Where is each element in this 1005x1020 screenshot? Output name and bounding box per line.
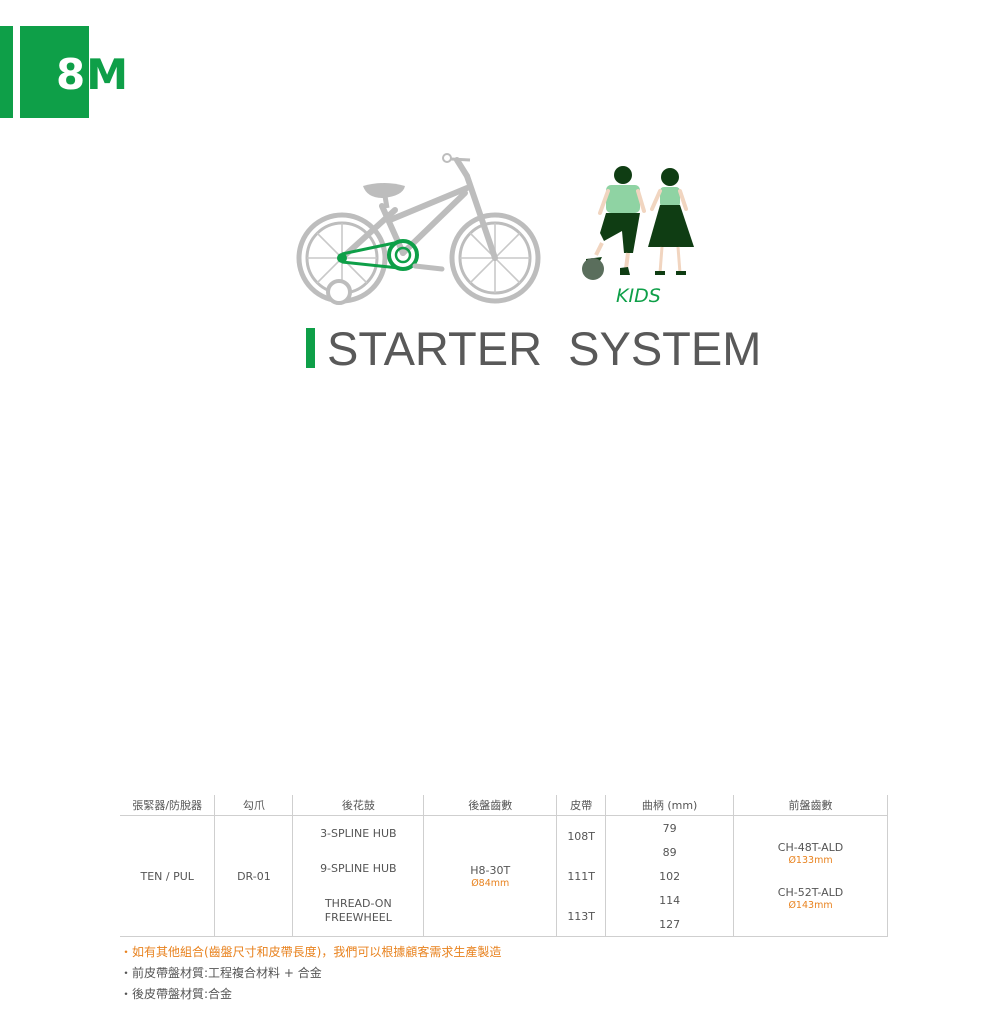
header-crank: 曲柄 (mm) <box>605 795 734 816</box>
front-ring-item: CH-48T-ALD Ø133mm <box>734 841 887 866</box>
crank-item: 79 <box>662 821 677 835</box>
belt-item: 111T <box>567 869 596 883</box>
logo-letter: M <box>86 50 130 99</box>
belt-item: 113T <box>567 909 596 923</box>
hub-item: 9-SPLINE HUB <box>320 862 397 875</box>
notes-list: ・如有其他組合(齒盤尺寸和皮帶長度)，我們可以根據顧客需求生產製造 ・前皮帶盤材… <box>120 942 501 1005</box>
header-rear-cog: 後盤齒數 <box>423 795 557 816</box>
logo-stripe <box>0 26 13 118</box>
header-front-ring: 前盤齒數 <box>733 795 888 816</box>
header-rear-hub: 後花鼓 <box>292 795 424 816</box>
table-header-row: 張緊器/防脫器 勾爪 後花鼓 後盤齒數 皮帶 曲柄 (mm) 前盤齒數 <box>120 795 888 816</box>
front-ring-diameter: Ø133mm <box>788 855 833 866</box>
header-tensioner: 張緊器/防脫器 <box>120 795 215 816</box>
belt-item: 108T <box>567 829 596 843</box>
front-ring-item: CH-52T-ALD Ø143mm <box>734 886 887 911</box>
kids-illustration <box>582 166 694 280</box>
front-ring-cell: CH-48T-ALD Ø133mm CH-52T-ALD Ø143mm <box>733 815 888 937</box>
note-item: ・如有其他組合(齒盤尺寸和皮帶長度)，我們可以根據顧客需求生產製造 <box>120 945 502 959</box>
crank-cell: 79 89 102 114 127 <box>605 815 734 937</box>
kids-label: KIDS <box>616 285 661 307</box>
rear-cog-name: H8-30T <box>470 863 511 877</box>
front-ring-name: CH-48T-ALD <box>777 841 844 854</box>
logo-block <box>20 26 89 118</box>
rear-hub-cell: 3-SPLINE HUB 9-SPLINE HUB THREAD-ON FREE… <box>292 815 424 937</box>
note-item: ・前皮帶盤材質:工程複合材料 + 合金 <box>120 966 322 980</box>
belt-cell: 108T 111T 113T <box>556 815 606 937</box>
tensioner-cell: TEN / PUL <box>120 815 215 937</box>
hub-item: THREAD-ON FREEWHEEL <box>324 897 392 924</box>
page-title: STARTER SYSTEM <box>327 322 762 375</box>
dropout-cell: DR-01 <box>214 815 293 937</box>
hub-item: 3-SPLINE HUB <box>320 827 397 840</box>
front-ring-name: CH-52T-ALD <box>777 886 844 899</box>
front-ring-diameter: Ø143mm <box>788 900 833 911</box>
header-belt: 皮帶 <box>556 795 606 816</box>
logo-digit: 8 <box>56 50 87 99</box>
table-row: TEN / PUL DR-01 3-SPLINE HUB 9-SPLINE HU… <box>120 815 888 937</box>
note-item: ・後皮帶盤材質:合金 <box>120 987 233 1001</box>
crank-item: 114 <box>659 893 681 907</box>
crank-item: 89 <box>662 845 677 859</box>
crank-item: 127 <box>659 917 681 931</box>
header-dropout: 勾爪 <box>214 795 293 816</box>
kids-bicycle-illustration <box>296 153 541 305</box>
spec-table: 張緊器/防脫器 勾爪 後花鼓 後盤齒數 皮帶 曲柄 (mm) 前盤齒數 TEN … <box>120 795 888 937</box>
rear-cog-diameter: Ø84mm <box>471 877 510 889</box>
crank-item: 102 <box>659 869 681 883</box>
logo-8m: 8M <box>56 50 129 100</box>
rear-cog-cell: H8-30T Ø84mm <box>423 815 557 937</box>
title-marker <box>306 328 315 368</box>
